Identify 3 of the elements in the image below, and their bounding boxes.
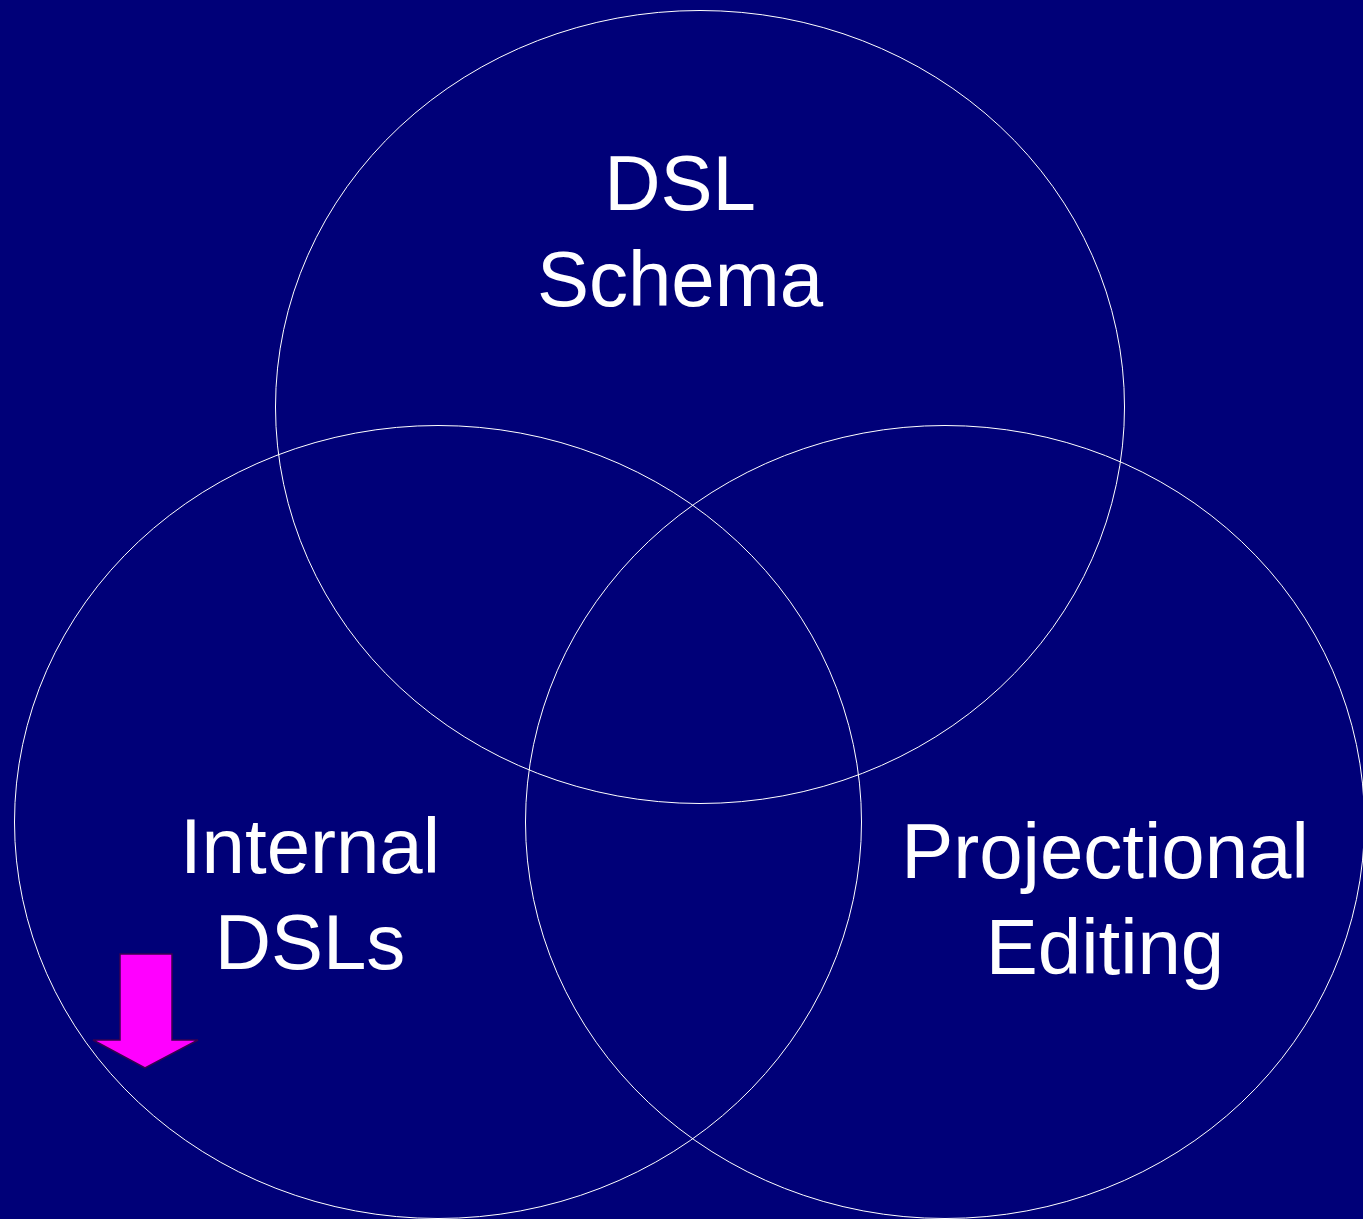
circle-label: Projectional Editing	[900, 806, 1310, 993]
circle-label: Internal DSLs	[178, 801, 442, 988]
circle-label: DSL Schema	[535, 138, 825, 325]
